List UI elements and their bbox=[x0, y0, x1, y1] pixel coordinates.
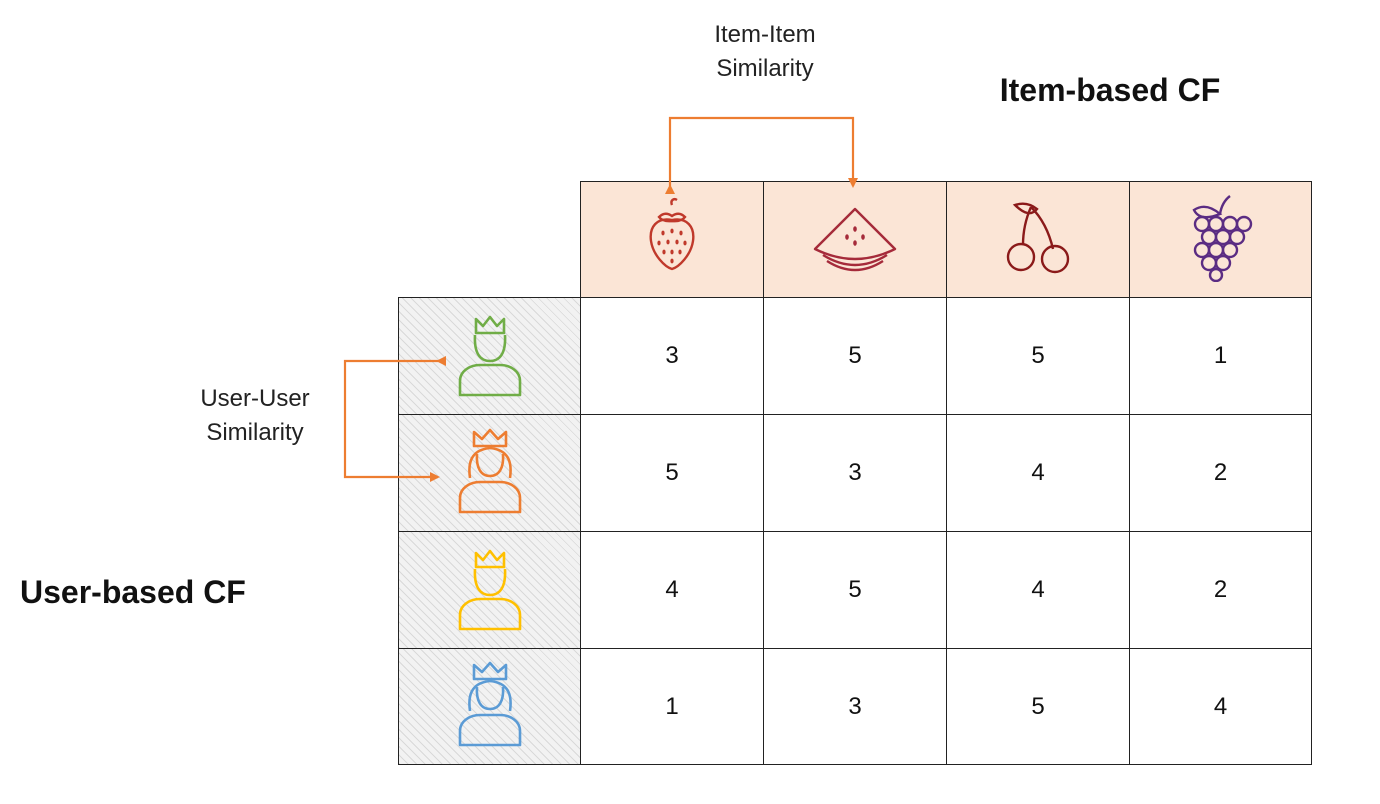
queen-avatar-icon bbox=[450, 659, 530, 754]
rating-cell: 3 bbox=[580, 297, 764, 415]
rating-cell: 5 bbox=[946, 297, 1130, 415]
user-based-cf-title: User-based CF bbox=[20, 574, 246, 610]
rating-value: 3 bbox=[848, 459, 862, 486]
king-avatar-icon bbox=[450, 309, 530, 404]
rating-cell: 3 bbox=[763, 648, 947, 765]
rating-value: 2 bbox=[1213, 576, 1228, 603]
queen-avatar-icon bbox=[450, 426, 530, 521]
rating-value: 5 bbox=[848, 342, 862, 369]
item-header-cell bbox=[1129, 181, 1312, 298]
item-similarity-arrow bbox=[665, 116, 858, 194]
rating-value: 5 bbox=[665, 459, 679, 486]
rating-value: 5 bbox=[1031, 692, 1045, 720]
strawberry-icon bbox=[637, 197, 707, 282]
rating-cell: 4 bbox=[946, 531, 1130, 649]
rating-value: 5 bbox=[1031, 342, 1045, 369]
rating-cell: 4 bbox=[946, 414, 1130, 532]
rating-value: 5 bbox=[848, 576, 862, 603]
item-similarity-line-1: Item-Item bbox=[714, 21, 816, 48]
rating-value: 3 bbox=[848, 692, 862, 720]
item-header-cell bbox=[580, 181, 764, 298]
watermelon-icon bbox=[805, 197, 905, 282]
user-similarity-line-2: Similarity bbox=[206, 419, 304, 446]
rating-cell: 5 bbox=[763, 531, 947, 649]
rating-value: 4 bbox=[1031, 459, 1045, 486]
item-header-cell bbox=[946, 181, 1130, 298]
item-similarity-line-2: Similarity bbox=[716, 55, 814, 82]
rating-cell: 5 bbox=[580, 414, 764, 532]
user-avatar-cell bbox=[398, 648, 581, 765]
grape-icon bbox=[1176, 192, 1266, 287]
rating-cell: 4 bbox=[580, 531, 764, 649]
rating-cell: 5 bbox=[763, 297, 947, 415]
rating-value: 1 bbox=[665, 692, 679, 720]
user-similarity-line-1: User-User bbox=[200, 385, 310, 412]
user-avatar-cell bbox=[398, 531, 581, 649]
item-header-cell bbox=[763, 181, 947, 298]
rating-value: 3 bbox=[665, 342, 679, 369]
rating-cell: 3 bbox=[763, 414, 947, 532]
rating-value: 2 bbox=[1213, 459, 1228, 486]
rating-value: 4 bbox=[665, 576, 679, 603]
rating-value: 4 bbox=[1213, 692, 1228, 720]
user-avatar-cell bbox=[398, 414, 581, 532]
rating-cell: 1 bbox=[580, 648, 764, 765]
rating-value: 4 bbox=[1031, 576, 1045, 603]
item-item-similarity-label: Item-Item Similarity bbox=[660, 18, 870, 86]
rating-cell: 2 bbox=[1129, 531, 1312, 649]
rating-cell: 5 bbox=[946, 648, 1130, 765]
user-user-similarity-label: User-User Similarity bbox=[150, 382, 360, 450]
king-avatar-icon bbox=[450, 543, 530, 638]
cherry-icon bbox=[993, 197, 1083, 282]
rating-cell: 1 bbox=[1129, 297, 1312, 415]
rating-cell: 2 bbox=[1129, 414, 1312, 532]
rating-cell: 4 bbox=[1129, 648, 1312, 765]
user-avatar-cell bbox=[398, 297, 581, 415]
rating-value: 1 bbox=[1213, 342, 1228, 369]
item-based-cf-title: Item-based CF bbox=[999, 72, 1221, 108]
